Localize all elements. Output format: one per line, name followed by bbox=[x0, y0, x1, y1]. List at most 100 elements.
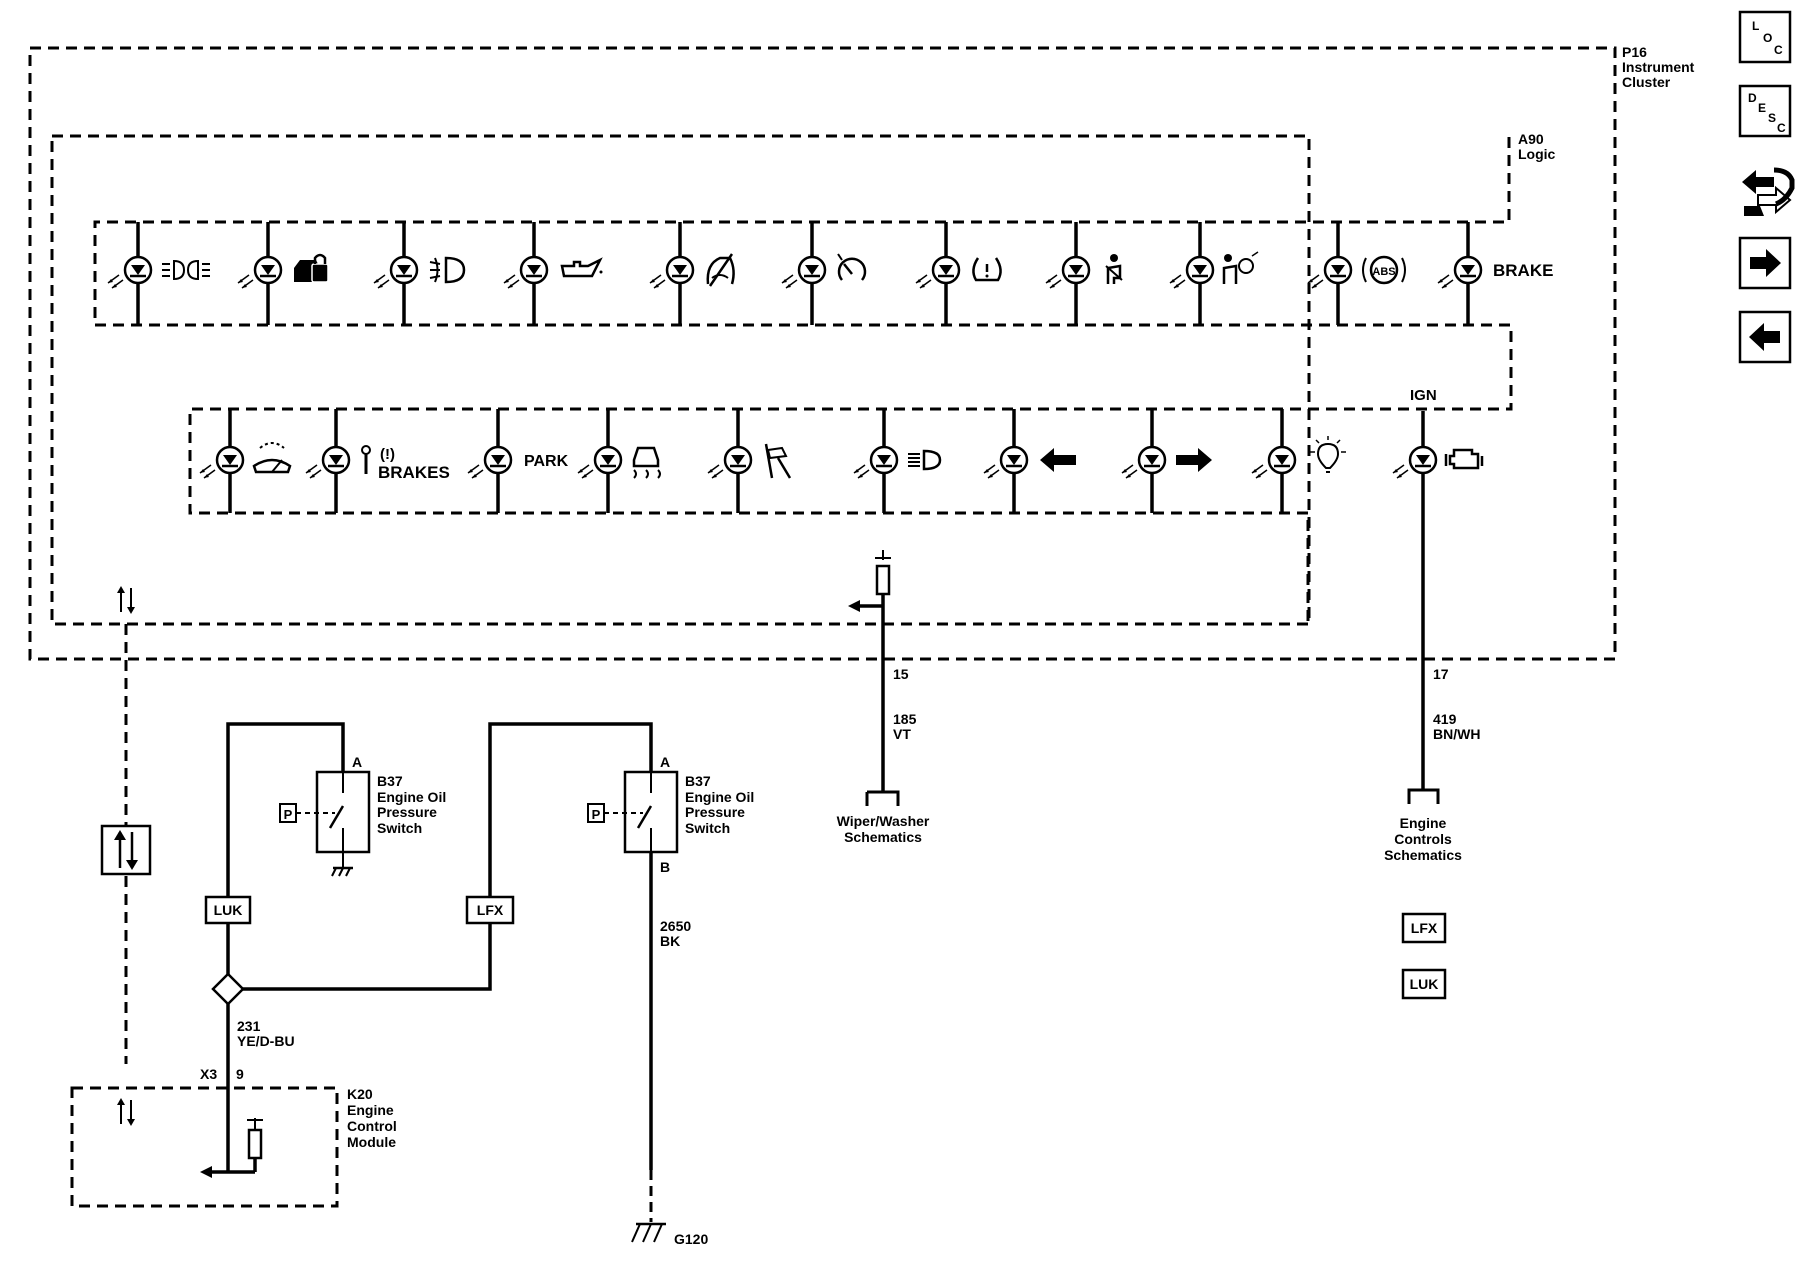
svg-text:Pressure: Pressure bbox=[685, 804, 745, 820]
connector-icon bbox=[1742, 167, 1795, 216]
svg-text:K20: K20 bbox=[347, 1086, 373, 1102]
svg-text:L: L bbox=[1752, 19, 1759, 33]
abs-icon: ABS bbox=[1362, 255, 1406, 285]
pin-15: 15 bbox=[893, 666, 909, 682]
serial-data-icon-top bbox=[117, 586, 135, 614]
connector-view-button[interactable] bbox=[1742, 167, 1795, 216]
indicator-row2: (!) BRAKES PARK bbox=[198, 409, 1484, 790]
wire-yedbu: YE/D-BU bbox=[237, 1033, 295, 1049]
wiper-circuit bbox=[848, 550, 900, 806]
lamp-check-engine bbox=[1391, 411, 1438, 790]
park-text-icon: PARK bbox=[524, 453, 569, 470]
svg-text:S: S bbox=[1768, 111, 1776, 125]
lamp-seatbelt bbox=[1044, 222, 1091, 325]
cruise-control-icon bbox=[837, 253, 867, 281]
ign-label: IGN bbox=[1410, 387, 1437, 404]
next-page-button[interactable] bbox=[1738, 236, 1792, 290]
svg-text:Engine Oil: Engine Oil bbox=[685, 789, 754, 805]
washer-fluid-icon bbox=[252, 442, 292, 474]
lamp-left-turn bbox=[982, 409, 1029, 513]
lamp-park bbox=[466, 409, 513, 513]
desc-button[interactable]: D E S C bbox=[1738, 84, 1792, 138]
oil-can-icon bbox=[560, 257, 603, 278]
svg-text:P16: P16 bbox=[1622, 44, 1647, 60]
lamp-bulb bbox=[1250, 409, 1297, 513]
oil-pressure-switch-luk: P bbox=[279, 770, 371, 878]
option-box-luk: LUK bbox=[204, 895, 252, 925]
switch-luk-pin-a: A bbox=[352, 754, 362, 770]
a90-module-outline bbox=[50, 134, 1311, 626]
svg-text:A90: A90 bbox=[1518, 131, 1544, 147]
wire-bnwh: BN/WH bbox=[1433, 726, 1480, 742]
svg-text:Logic: Logic bbox=[1518, 146, 1556, 162]
svg-text:Pressure: Pressure bbox=[377, 804, 437, 820]
svg-text:C: C bbox=[1774, 43, 1783, 57]
loc-button[interactable]: L O C bbox=[1738, 10, 1792, 64]
lamp-parking bbox=[106, 222, 153, 325]
engine-ref-connector bbox=[1407, 788, 1440, 804]
k20-module-outline bbox=[70, 1086, 339, 1208]
svg-text:Switch: Switch bbox=[377, 820, 422, 836]
svg-text:D: D bbox=[1748, 91, 1757, 105]
svg-text:B37: B37 bbox=[685, 773, 711, 789]
security-icon bbox=[294, 253, 329, 283]
brake-text-icon: BRAKE bbox=[1493, 261, 1553, 280]
ground-g120-label: G120 bbox=[674, 1231, 708, 1247]
lamp-traction bbox=[576, 409, 623, 513]
svg-text:Wiper/Washer: Wiper/Washer bbox=[837, 813, 930, 829]
pin-17: 17 bbox=[1433, 666, 1449, 682]
legend-luk: LUK bbox=[1401, 968, 1447, 1000]
lamp-high-beam bbox=[852, 409, 899, 513]
wire-vt: VT bbox=[893, 726, 911, 742]
svg-text:BRAKE: BRAKE bbox=[1493, 261, 1553, 280]
engine-ref-label: Engine Controls Schematics bbox=[1384, 815, 1462, 863]
traction-off-icon bbox=[706, 253, 735, 287]
svg-text:Control: Control bbox=[347, 1118, 397, 1134]
previous-page-button[interactable] bbox=[1738, 310, 1792, 364]
switch-lfx-label: B37 Engine Oil Pressure Switch bbox=[685, 773, 754, 836]
right-arrow-icon bbox=[1750, 249, 1781, 277]
right-turn-arrow-icon bbox=[1176, 448, 1212, 472]
svg-text:LUK: LUK bbox=[214, 902, 243, 918]
svg-text:LFX: LFX bbox=[1411, 920, 1438, 936]
p16-label: P16 Instrument Cluster bbox=[1622, 44, 1695, 90]
svg-text:Switch: Switch bbox=[685, 820, 730, 836]
svg-text:C: C bbox=[1777, 121, 1786, 135]
svg-text:Engine: Engine bbox=[1400, 815, 1447, 831]
lamp-fog bbox=[372, 222, 419, 325]
svg-text:Schematics: Schematics bbox=[1384, 847, 1462, 863]
svg-text:BRAKES: BRAKES bbox=[378, 463, 450, 482]
ecm-internal-circuit bbox=[200, 1118, 263, 1178]
svg-text:O: O bbox=[1763, 31, 1772, 45]
a90-label: A90 Logic bbox=[1518, 131, 1556, 162]
wire-231: 231 bbox=[237, 1018, 261, 1034]
lamp-brake bbox=[1436, 222, 1483, 325]
lane-departure-icon bbox=[764, 443, 792, 479]
service-brakes-icon: (!) BRAKES bbox=[361, 445, 450, 482]
lamp-right-turn bbox=[1120, 409, 1167, 513]
indicator-row1-enclosure bbox=[93, 137, 1513, 623]
connector-x3: X3 bbox=[200, 1066, 217, 1082]
svg-text:(!): (!) bbox=[380, 446, 395, 463]
legend-lfx: LFX bbox=[1401, 912, 1447, 944]
serial-data-icon bbox=[114, 830, 138, 870]
parking-lamp-icon bbox=[162, 259, 210, 281]
traction-control-icon bbox=[632, 446, 661, 479]
lamp-service-brakes bbox=[304, 409, 351, 513]
high-beam-icon bbox=[908, 449, 942, 471]
svg-text:Controls: Controls bbox=[1394, 831, 1452, 847]
lamp-cruise bbox=[780, 222, 827, 325]
switch-luk-label: B37 Engine Oil Pressure Switch bbox=[377, 773, 446, 836]
lamp-airbag bbox=[1168, 222, 1215, 325]
p16-module-outline bbox=[28, 46, 1617, 661]
svg-text:P: P bbox=[284, 807, 293, 822]
svg-text:Instrument: Instrument bbox=[1622, 59, 1695, 75]
svg-text:E: E bbox=[1758, 101, 1766, 115]
svg-text:LUK: LUK bbox=[1410, 976, 1439, 992]
ground-g120-symbol bbox=[631, 1222, 666, 1243]
wire-2650: 2650 bbox=[660, 918, 691, 934]
check-engine-icon bbox=[1444, 448, 1484, 470]
option-box-lfx: LFX bbox=[465, 895, 515, 925]
svg-text:Engine: Engine bbox=[347, 1102, 394, 1118]
svg-text:Cluster: Cluster bbox=[1622, 74, 1671, 90]
